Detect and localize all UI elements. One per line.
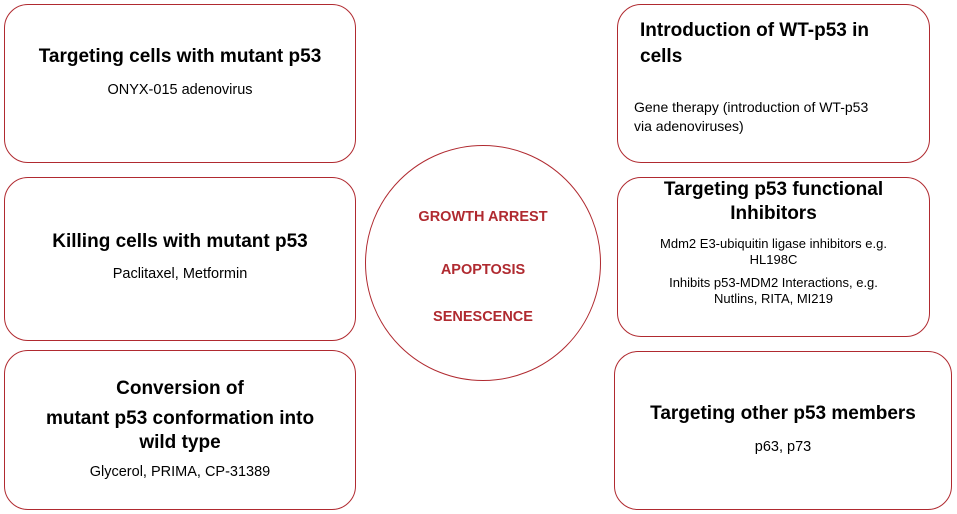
box-body: Glycerol, PRIMA, CP-31389 <box>89 464 271 480</box>
box-p53-functional-inhibitors: Targeting p53 functional Inhibitors Mdm2… <box>617 177 930 337</box>
box-other-p53-members: Targeting other p53 members p63, p73 <box>614 351 952 510</box>
box-title-line-1: Conversion of <box>116 378 244 399</box>
box-body-line-3: Inhibits p53-MDM2 Interactions, e.g. <box>669 275 878 290</box>
box-title-line-1: Targeting p53 functional <box>663 179 884 200</box>
box-killing-mutant-p53: Killing cells with mutant p53 Paclitaxel… <box>4 177 356 341</box>
box-title: Targeting other p53 members <box>650 403 916 424</box>
box-title: Targeting cells with mutant p53 <box>38 46 322 67</box>
box-body-line-1: Mdm2 E3-ubiquitin ligase inhibitors e.g. <box>660 236 887 251</box>
box-title-line-2: Inhibitors <box>730 203 817 224</box>
box-title-line-2: mutant p53 conformation into <box>45 408 315 429</box>
box-introduction-wt-p53: Introduction of WT-p53 in cells Gene the… <box>617 4 930 163</box>
box-body-line-4: Nutlins, RITA, MI219 <box>714 291 833 306</box>
outcomes-circle: GROWTH ARREST APOPTOSIS SENESCENCE <box>365 145 601 381</box>
box-body-line-2: HL198C <box>749 252 798 267</box>
outcome-senescence: SENESCENCE <box>433 309 533 325</box>
box-title-line-3: wild type <box>139 432 221 453</box>
outcome-growth-arrest: GROWTH ARREST <box>418 209 548 225</box>
box-body: Paclitaxel, Metformin <box>112 266 248 282</box>
box-body: ONYX-015 adenovirus <box>107 82 253 98</box>
box-targeting-mutant-p53: Targeting cells with mutant p53 ONYX-015… <box>4 4 356 163</box>
box-title-line-1: Introduction of WT-p53 in <box>640 20 870 41</box>
box-conversion-mutant-p53: Conversion of mutant p53 conformation in… <box>4 350 356 510</box>
box-body-line-1: Gene therapy (introduction of WT-p53 <box>634 99 869 115</box>
box-title-line-2: cells <box>640 46 683 67</box>
outcome-apoptosis: APOPTOSIS <box>440 262 526 278</box>
box-title: Killing cells with mutant p53 <box>52 231 308 252</box>
box-body: p63, p73 <box>754 439 812 455</box>
box-body-line-2: via adenoviruses) <box>634 118 744 134</box>
